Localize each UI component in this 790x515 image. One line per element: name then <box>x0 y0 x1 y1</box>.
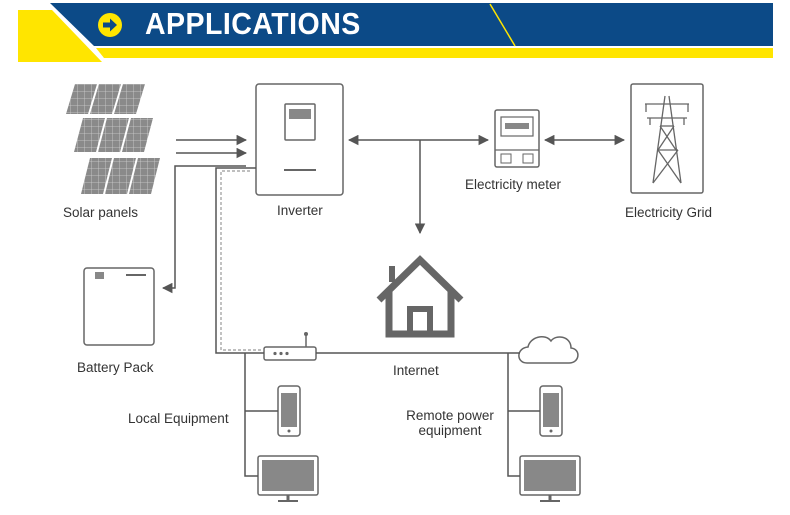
remote-monitor-icon <box>519 455 581 502</box>
banner-accent-line <box>489 3 516 47</box>
house-icon <box>376 255 464 338</box>
solar-panels-label: Solar panels <box>63 205 139 220</box>
remote-equipment-label-line-2: equipment <box>418 423 482 438</box>
solar-panels-icon <box>66 84 160 194</box>
inverter-router-link <box>215 167 264 354</box>
local-monitor-icon <box>257 455 319 502</box>
battery-pack-label: Battery Pack <box>77 360 154 375</box>
remote-phone-icon <box>539 385 563 437</box>
remote-equipment-label-line-1: Remote power <box>406 408 494 423</box>
electricity-meter-icon <box>494 109 540 168</box>
electricity-meter-label: Electricity meter <box>465 177 562 192</box>
data-link-dashed <box>220 170 264 351</box>
banner-navy-bar <box>50 3 773 46</box>
cloud-icon <box>518 336 579 364</box>
electricity-grid-icon <box>630 83 704 194</box>
local-equipment-label: Local Equipment <box>128 411 229 426</box>
internet-label: Internet <box>393 363 439 378</box>
battery-pack-icon <box>83 267 155 346</box>
router-local-devices-link <box>244 353 258 477</box>
inverter-icon <box>255 83 344 196</box>
cloud-remote-devices-link <box>507 353 520 477</box>
banner-yellow-shape <box>18 10 102 62</box>
arrow-right-circle-icon <box>98 13 122 37</box>
inverter-label: Inverter <box>277 203 323 218</box>
banner-yellow-strip <box>96 48 773 58</box>
remote-equipment-label: Remote power equipment <box>395 408 505 438</box>
router-icon <box>263 332 317 361</box>
electricity-grid-label: Electricity Grid <box>625 205 713 220</box>
header-banner <box>18 3 773 62</box>
page-title: APPLICATIONS <box>145 6 361 41</box>
local-phone-icon <box>277 385 301 437</box>
inverter-to-battery-arrow <box>161 165 246 294</box>
